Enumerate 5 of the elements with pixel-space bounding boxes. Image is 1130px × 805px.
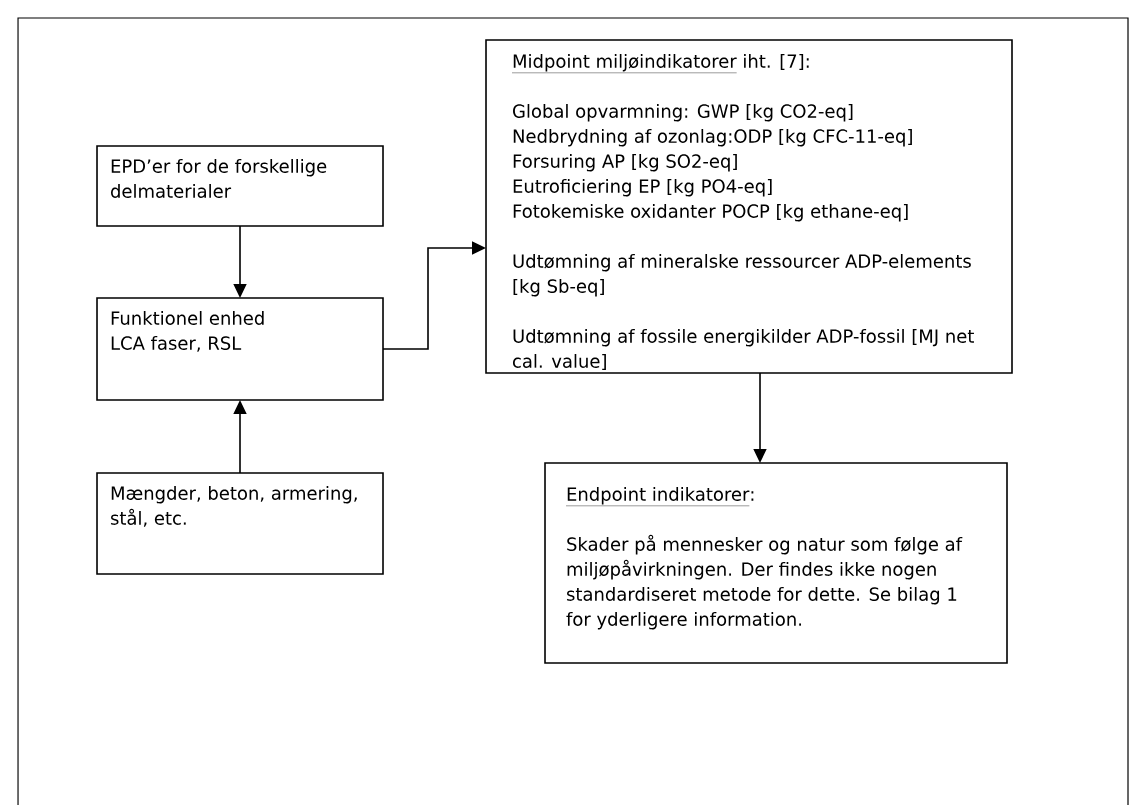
process-box: EPD’er for de forskellige delmaterialer (96, 145, 384, 227)
process-box: Midpoint miljøindikatorer iht. [7]: Global opvarmning: GWP [kg CO2-eq] Nedbrydning af ozonlag:ODP [kg CFC-11-eq] Forsuring AP [kg SO2-eq] Eutroficiering EP [kg PO4-eq] Fotokemiske oxidanter POCP [kg ethane-eq] Udtømning af mineralske ressourcer ADP-elements [kg Sb-eq] Udtømning af fossile energikilder ADP-fossil [MJ net cal. value] (485, 39, 1013, 374)
process-box: Funktionel enhed LCA faser, RSL (96, 297, 384, 401)
process-box: Endpoint indikatorer: Skader på mennesker og natur som følge af miljøpåvirkningen. Der findes ikke nogen standardiseret metode for dette. Se bilag 1 for yderligere information. (544, 462, 1008, 664)
process-box: Mængder, beton, armering, stål, etc. (96, 472, 384, 575)
